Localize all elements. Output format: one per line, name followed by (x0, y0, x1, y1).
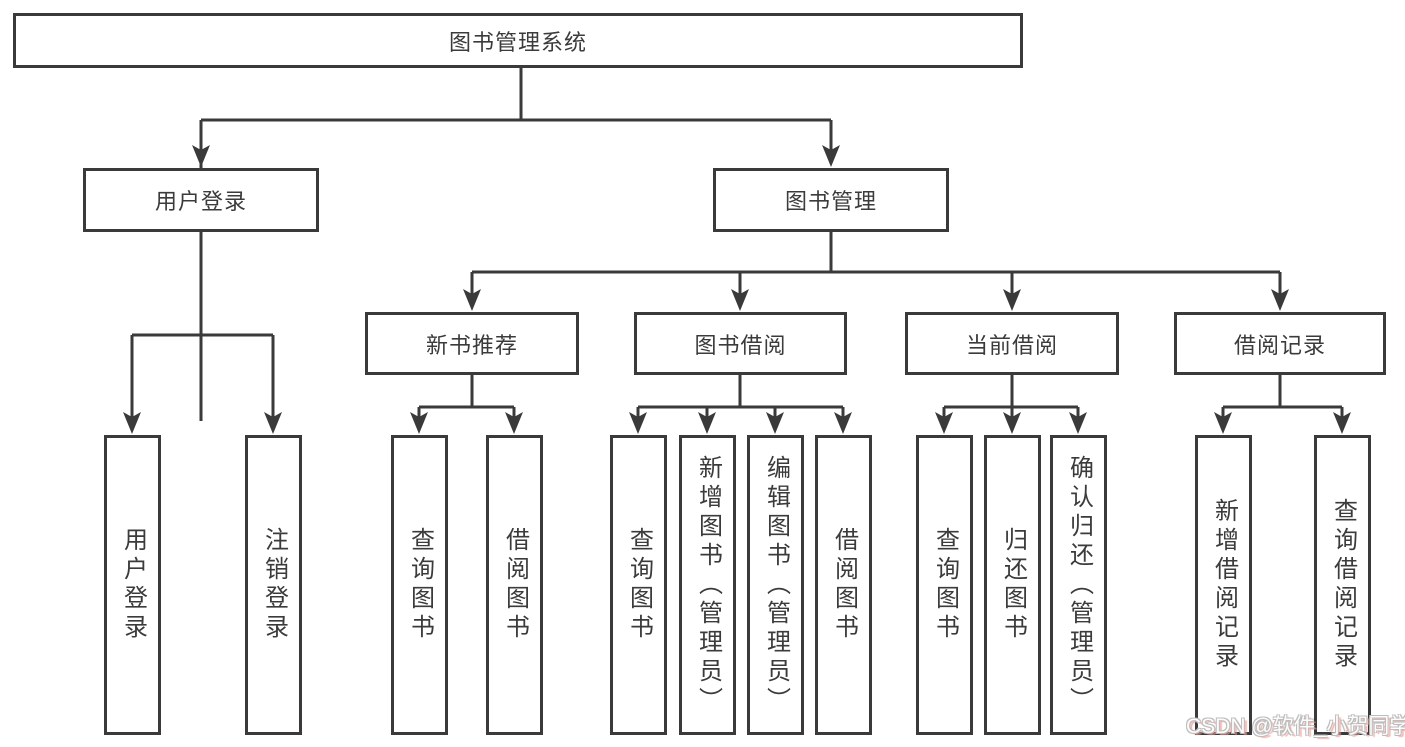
leaf-confirm-return-admin-label: 确认归还（管理员） (1065, 454, 1093, 716)
leaf-query-borrow-record: 查询借阅记录 (1314, 435, 1371, 735)
root-node: 图书管理系统 (13, 13, 1023, 68)
node-new-book-recommend: 新书推荐 (365, 312, 579, 375)
leaf-add-borrow-record-label: 新增借阅记录 (1210, 498, 1238, 672)
leaf-borrow-book: 借阅图书 (815, 435, 872, 735)
node-book-management-label: 图书管理 (784, 189, 877, 214)
root-node-label: 图书管理系统 (448, 29, 587, 55)
leaf-logout-login: 注销登录 (245, 435, 302, 735)
leaf-query-book-recommend: 查询图书 (391, 435, 448, 735)
node-borrow-records: 借阅记录 (1174, 312, 1386, 375)
node-user-login-label: 用户登录 (154, 189, 247, 214)
leaf-query-book-current-label: 查询图书 (931, 527, 959, 643)
leaf-add-book-admin: 新增图书（管理员） (679, 435, 736, 735)
csdn-watermark: CSDN @软件_小贺同学 (1186, 715, 1405, 738)
leaf-query-book-current: 查询图书 (916, 435, 973, 735)
leaf-edit-book-admin: 编辑图书（管理员） (747, 435, 804, 735)
leaf-add-borrow-record: 新增借阅记录 (1195, 435, 1252, 735)
leaf-confirm-return-admin: 确认归还（管理员） (1050, 435, 1107, 735)
node-user-login: 用户登录 (83, 168, 319, 232)
leaf-borrow-book-label: 借阅图书 (830, 527, 858, 643)
node-book-management: 图书管理 (713, 168, 949, 232)
node-current-borrow-label: 当前借阅 (965, 332, 1058, 358)
arrowhead-group (123, 145, 1351, 434)
leaf-query-book-recommend-label: 查询图书 (406, 527, 434, 643)
leaf-user-login: 用户登录 (104, 435, 161, 735)
leaf-edit-book-admin-label: 编辑图书（管理员） (762, 454, 790, 716)
leaf-borrow-book-recommend-label: 借阅图书 (501, 527, 529, 643)
node-book-borrow: 图书借阅 (634, 312, 847, 375)
leaf-user-login-label: 用户登录 (119, 527, 147, 643)
leaf-add-book-admin-label: 新增图书（管理员） (694, 454, 722, 716)
node-current-borrow: 当前借阅 (905, 312, 1119, 375)
leaf-query-book-borrow: 查询图书 (610, 435, 667, 735)
leaf-return-book-label: 归还图书 (999, 527, 1027, 643)
node-new-book-recommend-label: 新书推荐 (425, 332, 518, 358)
leaf-logout-login-label: 注销登录 (260, 527, 288, 643)
leaf-return-book: 归还图书 (984, 435, 1041, 735)
node-book-borrow-label: 图书借阅 (694, 332, 787, 358)
node-borrow-records-label: 借阅记录 (1233, 332, 1326, 358)
leaf-query-book-borrow-label: 查询图书 (625, 527, 653, 643)
leaf-borrow-book-recommend: 借阅图书 (486, 435, 543, 735)
leaf-query-borrow-record-label: 查询借阅记录 (1329, 498, 1357, 672)
